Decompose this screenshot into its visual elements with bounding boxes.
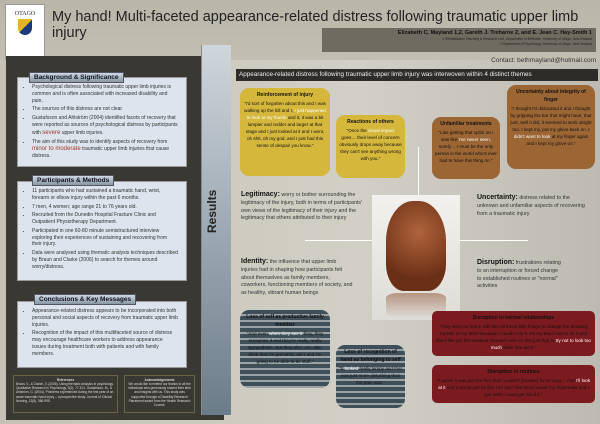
bullet: Participated in one 60-80 minute semistr… [32, 228, 178, 248]
quote-unfamiliar: Unfamiliar treatments "Like getting that… [432, 117, 500, 179]
quote-title: Disruption to routines [487, 369, 540, 375]
author-names: Elizabeth C. Mayland 1,2, Gareth J. Treh… [397, 30, 592, 36]
theme-name: Uncertainty: [477, 194, 518, 201]
quote-text: "It [339, 365, 344, 371]
authors-box: Elizabeth C. Mayland 1,2, Gareth J. Treh… [322, 28, 596, 52]
poster-title: My hand! Multi-faceted appearance-relate… [52, 9, 579, 41]
theme-disruption: Disruption: frustrations relating to an … [477, 258, 562, 291]
university-logo: OTAGO [5, 4, 45, 60]
quote-highlight: I just happened to look at my thumb [246, 107, 326, 120]
crest-icon [18, 19, 32, 35]
logo-text: OTAGO [14, 11, 36, 17]
quote-text: "Like getting that splint on I was like [438, 129, 494, 142]
quote-title: Reactions of others [347, 119, 394, 125]
bullet: Psychological distress following traumat… [32, 84, 178, 104]
bullet: Appearance-related distress appears to b… [32, 308, 178, 328]
highlight: minor to moderate [32, 146, 81, 153]
conclusions-section: Appearance-related distress appears to b… [17, 301, 187, 368]
quote-text: really lumpy and that was just more dist… [340, 365, 402, 385]
affiliation-1: 1 Rehabilitation Teaching & Research Uni… [442, 37, 592, 41]
bullet: 11 participants who had sustained a trau… [32, 188, 178, 202]
text: The aim of this study was to identify as… [32, 138, 168, 145]
references-heading: References [56, 378, 75, 382]
theme-name: Legitimacy: [241, 191, 280, 198]
theme-desc: worry or bother surrounding the legitima… [241, 192, 363, 222]
highlight: severe [42, 129, 61, 136]
text: Gustafsson and Ahlström (2004) identifie… [32, 115, 178, 136]
contact: Contact: bethmayland@hotmail.com [491, 57, 596, 64]
conclusions-heading: Conclusions & Key Messages [34, 294, 137, 305]
quote-text: at my finger again and I kept my glove o… [526, 133, 589, 147]
theme-name: Identity: [241, 258, 269, 265]
bullet: Recognition of the impact of this multif… [32, 330, 178, 357]
theme-uncertainty: Uncertainty: distress related to the unk… [477, 193, 592, 218]
divider-left [305, 240, 373, 241]
quote-highlight: visual impact [368, 127, 395, 133]
quote-reinforcement: Reinforcement of injury "I'd sort of for… [240, 88, 330, 176]
quote-routines: Disruption to routines "I guess it was j… [432, 365, 595, 403]
quote-title: Loss of recognition of hand as belonging… [340, 349, 401, 363]
bullet: Data were analysed using thematic analys… [32, 250, 178, 270]
quote-text: they, they recognise it and they're real… [248, 330, 324, 364]
quote-text: "And even [246, 330, 268, 336]
background-heading: Background & Significance [29, 72, 124, 83]
quote-text: "I thought I'd dislocated it and I thoug… [510, 105, 592, 132]
quote-reactions: Reactions of others "Once the visual imp… [336, 115, 405, 178]
background-section: Psychological distress following traumat… [17, 77, 187, 167]
quote-text: surely… I must be the only person in the… [435, 143, 497, 164]
divider-vertical [418, 147, 419, 195]
quote-text: and it, it was a bit lumpier and redder … [245, 114, 325, 149]
theme-desc: frustrations relating to an interruption… [477, 260, 561, 290]
references-text: Braun, V., & Clarke, V. (2006). Using th… [16, 382, 114, 403]
quote-text: "I'd sort of forgotten about this and I … [244, 100, 326, 113]
affiliation-2: 2 Department of Psychology, University o… [499, 42, 592, 46]
results-sidebar: Results [201, 45, 231, 415]
quote-productive: Loss of self as productive family member… [240, 310, 330, 388]
bullet: 7 men, 4 women; age range 21 to 76 years… [32, 204, 178, 211]
carved-figure-image [372, 195, 460, 320]
quote-title: Unfamiliar treatments [440, 121, 492, 127]
bullet: Gustafsson and Ahlström (2004) identifie… [32, 115, 178, 137]
bullet: The sources of this distress are not cle… [32, 106, 178, 113]
quote-highlight: looked [344, 365, 359, 371]
quote-recognition: Loss of recognition of hand as belonging… [336, 345, 405, 408]
quote-title: Disruption to normal relationships [472, 315, 555, 321]
quote-integrity: Uncertainty about integrity of finger "I… [507, 85, 595, 169]
quote-highlight: when they see it [269, 330, 303, 336]
quote-title: Loss of self as productive family member [246, 314, 324, 328]
quote-highlight: I'll look at it [438, 377, 591, 390]
quote-text: "They sent me home with like all these l… [436, 323, 588, 343]
methods-section: 11 participants who had sustained a trau… [17, 181, 187, 281]
theme-name: Disruption: [477, 259, 515, 266]
acknowledgements-box: Acknowledgements We would like to extend… [124, 375, 195, 413]
theme-identity: Identity: the influence that upper limb … [241, 257, 353, 298]
divider-right [460, 240, 528, 241]
acknowledgements-heading: Acknowledgements [144, 378, 175, 382]
quote-text: and it would just be like I so don't lik… [446, 384, 589, 397]
text: traumatic upper limb injuries that cause… [32, 146, 170, 160]
bullet: Recruited from the Dunedin Hospital Frac… [32, 212, 178, 226]
text: upper limb injuries. [61, 129, 104, 136]
references-box: References Braun, V., & Clarke, V. (2006… [13, 375, 118, 413]
quote-title: Reinforcement of injury [256, 92, 314, 98]
quote-text: while she did it." [503, 345, 537, 351]
quote-text: "I guess it was just the fact that I cou… [436, 377, 575, 383]
results-label: Results [205, 189, 219, 233]
quote-highlight: try not to look too much [490, 337, 591, 351]
quote-relationships: Disruption to normal relationships "They… [432, 311, 595, 356]
theme-desc: the influence that upper limb injuries h… [241, 259, 353, 297]
quote-title: Uncertainty about integrity of finger [516, 89, 586, 103]
theme-desc: distress related to the unknown and unfa… [477, 195, 585, 217]
quote-highlight: didn't want to look [513, 133, 551, 139]
results-header: Appearance-related distress following tr… [236, 69, 598, 81]
quote-highlight: I've never seen, [458, 136, 491, 142]
quote-text: "Once the [346, 127, 367, 133]
theme-legitimacy: Legitimacy: worry or bother surrounding … [241, 190, 366, 223]
acknowledgements-text: We would like to extend our thanks to al… [128, 382, 191, 407]
quote-text: goes… their level of concern obviously d… [339, 134, 402, 162]
methods-heading: Participants & Methods [32, 175, 115, 186]
bullet: The aim of this study was to identify as… [32, 139, 178, 161]
